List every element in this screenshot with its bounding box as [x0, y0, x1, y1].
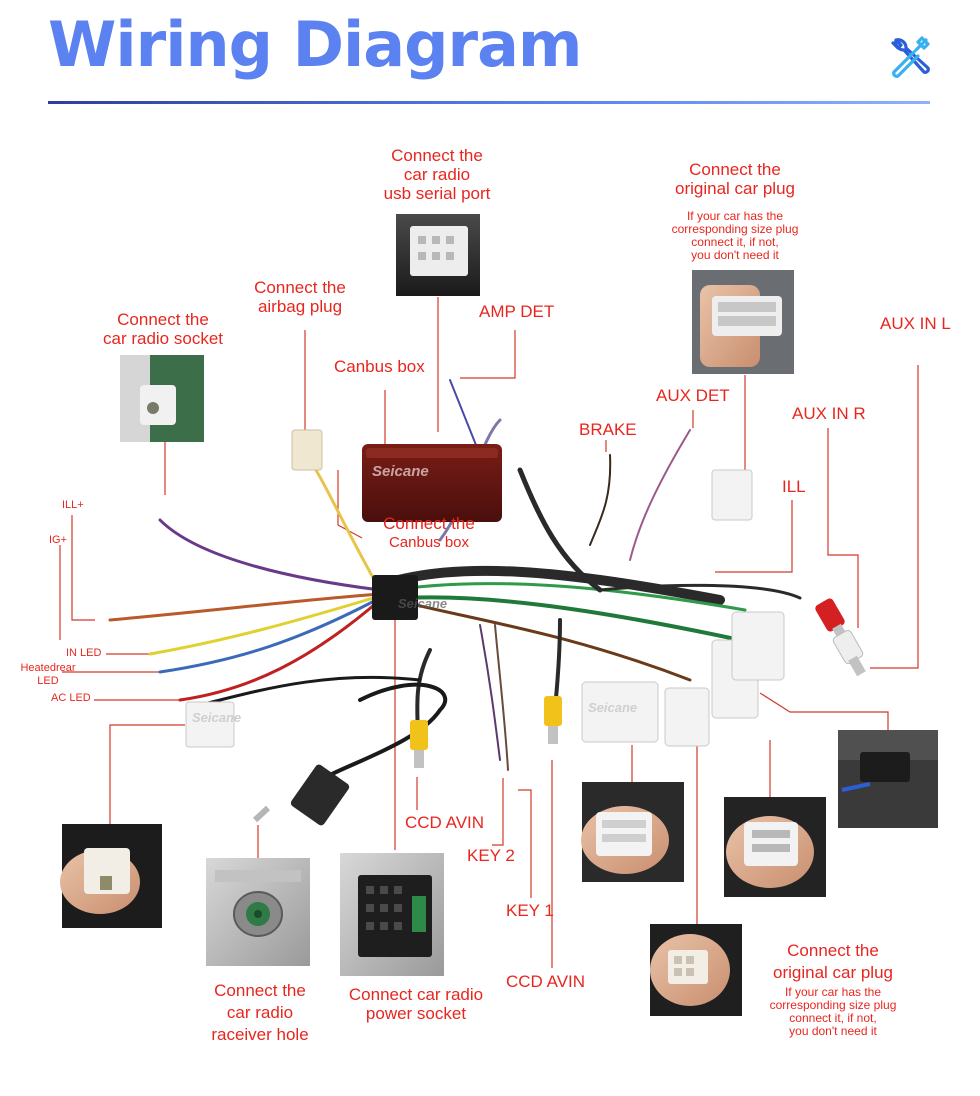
photo-left-plug: [60, 824, 162, 928]
label-in-led: IN LED: [66, 647, 102, 659]
label-aux-det: AUX DET: [656, 386, 730, 405]
leader-photo-right-top: [759, 692, 889, 732]
label-line: Heatedrear: [20, 662, 76, 674]
right-white-connector-3: [731, 611, 785, 681]
right-white-connector-1: [664, 687, 710, 747]
leader-key1: [518, 789, 532, 898]
title-underline: [48, 101, 930, 104]
label-line: Connect the: [787, 941, 879, 960]
canbus-box: [362, 444, 502, 522]
label-line: Connect the: [214, 981, 306, 1000]
photo-receiver-hole: [206, 858, 310, 966]
label-line: Connect the: [383, 514, 475, 533]
label-ac-led: AC LED: [51, 692, 91, 704]
rca-yellow-plug-1: [410, 720, 428, 768]
photo-power-socket: [340, 853, 444, 976]
label-line: airbag plug: [257, 297, 343, 316]
label-aux-in-l: AUX IN L: [880, 314, 951, 333]
label-line: Connect the: [254, 278, 346, 297]
label-ill-plus: ILL+: [62, 499, 84, 511]
leader-ill: [715, 500, 793, 573]
photo-orig-plug-top: [692, 270, 794, 374]
leader-aux-in-r: [827, 428, 859, 628]
label-line: usb serial port: [383, 184, 491, 203]
label-orig-plug-bottom: Connect the original car plug: [758, 941, 908, 982]
airbag-connector: [291, 429, 323, 471]
label-receiver-hole: Connect the car radio raceiver hole: [196, 981, 324, 1044]
label-line: Connect car radio: [348, 985, 484, 1004]
label-line: original car plug: [772, 963, 893, 982]
rca-white-plug: [832, 629, 866, 677]
label-line: If your car has the: [686, 209, 784, 223]
label-line: car radio: [403, 165, 471, 184]
label-ccd-avin-2: CCD AVIN: [506, 972, 586, 991]
label-line: car radio: [226, 1003, 294, 1022]
photo-right-mid-plug: [724, 797, 826, 897]
label-key2: KEY 2: [467, 846, 515, 865]
label-line: Connect the: [391, 146, 483, 165]
label-orig-plug-top: Connect the original car plug: [660, 160, 810, 198]
label-heated-rear: Heatedrear LED: [16, 662, 80, 688]
label-brake: BRAKE: [579, 420, 637, 439]
label-canbus-box: Canbus box: [334, 357, 425, 376]
label-aux-in-r: AUX IN R: [792, 404, 866, 423]
label-line: raceiver hole: [211, 1025, 309, 1044]
label-ccd-avin-1: CCD AVIN: [405, 813, 485, 832]
label-line: power socket: [365, 1004, 467, 1023]
aux-det-connector: [711, 469, 753, 521]
brand-center-connector: Seicane: [588, 700, 638, 715]
center-white-connector: [581, 681, 659, 743]
label-ig-plus: IG+: [49, 534, 68, 546]
leader-ill-plus: [71, 515, 95, 621]
brand-main-connector: Seicane: [398, 596, 448, 611]
label-line: Canbus box: [388, 534, 470, 551]
label-line: original car plug: [674, 179, 795, 198]
label-orig-plug-top-note: If your car has the corresponding size p…: [660, 210, 810, 262]
label-line: Connect the: [117, 310, 209, 329]
photo-orig-plug-bottom: [650, 924, 742, 1016]
photo-usb-serial: [396, 214, 480, 296]
page-title: Wiring Diagram: [48, 8, 583, 81]
label-line: connect it, if not,: [691, 235, 779, 249]
label-power-socket: Connect car radio power socket: [336, 985, 496, 1023]
label-usb-serial: Connect the car radio usb serial port: [372, 146, 502, 203]
label-line: you don't need it: [789, 1024, 877, 1038]
photo-center-plug: [581, 782, 684, 882]
label-ill: ILL: [782, 477, 806, 496]
brand-left-connector: Seicane: [192, 710, 242, 725]
label-amp-det: AMP DET: [479, 302, 555, 321]
rca-yellow-plug-2: [544, 696, 562, 744]
photo-right-top-plug: [838, 730, 938, 828]
brand-canbus-box: Seicane: [372, 463, 429, 480]
photo-radio-socket: [120, 355, 204, 442]
label-line: Connect the: [689, 160, 781, 179]
antenna-plug: [252, 764, 350, 826]
leader-lines: [59, 297, 919, 968]
leader-connect-canbus: [337, 470, 363, 539]
main-connector: [372, 575, 418, 620]
label-line: If your car has the: [784, 985, 882, 999]
label-line: corresponding size plug: [769, 998, 897, 1012]
label-line: LED: [37, 675, 59, 687]
label-key1: KEY 1: [506, 901, 554, 920]
leader-aux-in-l: [870, 365, 919, 669]
label-line: you don't need it: [691, 248, 779, 262]
tools-icon: [891, 36, 930, 78]
label-connect-canbus: Connect the Canbus box: [372, 514, 486, 552]
label-line: car radio socket: [103, 329, 223, 348]
leader-amp-det: [460, 330, 516, 379]
label-radio-socket: Connect the car radio socket: [92, 310, 234, 348]
label-orig-plug-bottom-note: If your car has the corresponding size p…: [758, 986, 908, 1038]
left-white-connector: [185, 701, 235, 748]
leader-photo-left: [109, 724, 185, 830]
leader-key2: [492, 778, 504, 846]
label-line: connect it, if not,: [789, 1011, 877, 1025]
label-line: corresponding size plug: [671, 222, 799, 236]
label-airbag: Connect the airbag plug: [240, 278, 360, 316]
